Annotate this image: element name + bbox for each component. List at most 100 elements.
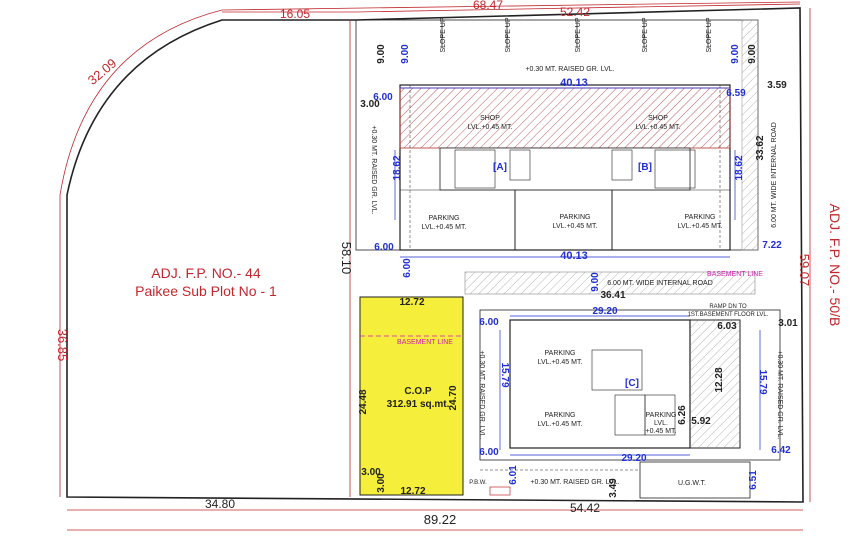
upper-building xyxy=(355,19,759,251)
dim-top-left: 16.05 xyxy=(280,7,310,21)
road-right-label: 6.00 MT. WIDE INTERNAL ROAD xyxy=(771,122,778,228)
dim-top-right: 52.42 xyxy=(560,5,590,19)
right-road-strip xyxy=(741,19,759,251)
parking-lower-2-level: LVL.+0.45 MT. xyxy=(538,421,583,428)
dim-6-26: 6.26 xyxy=(677,405,688,425)
parking-2: PARKING xyxy=(560,214,591,221)
dim-6-lower-top: 6.00 xyxy=(479,317,499,328)
dim-15-79-right: 15.79 xyxy=(757,369,768,394)
cop-height-left: 24.48 xyxy=(358,389,369,414)
ramp-label-1: RAMP DN TO xyxy=(709,304,747,310)
wing-a: [A] xyxy=(493,162,507,173)
dim-6-01: 6.01 xyxy=(508,465,519,485)
blue-dimension-lines xyxy=(394,87,761,456)
shop-right-level: LVL.+0.45 MT. xyxy=(636,124,681,131)
dim-15-79-left: 15.79 xyxy=(499,362,510,387)
parking-3: PARKING xyxy=(685,214,716,221)
dim-7-22: 7.22 xyxy=(762,240,782,251)
cop-dim-3-00-b: 3.00 xyxy=(376,473,387,493)
dim-29-20-bottom: 29.20 xyxy=(621,453,646,464)
parking-1: PARKING xyxy=(429,215,460,222)
raised-level-bottom: +0.30 MT. RAISED GR. LVL. xyxy=(530,479,619,486)
et-box xyxy=(489,486,511,496)
raised-level-top: +0.30 MT. RAISED GR. LVL. xyxy=(525,66,614,73)
wing-c: [C] xyxy=(625,378,639,389)
dim-right: 59.07 xyxy=(797,254,812,287)
parking-1-level: LVL.+0.45 MT. xyxy=(422,224,467,231)
lower-building xyxy=(479,309,781,499)
dim-3-49: 3.49 xyxy=(608,478,619,498)
dim-bottom-left: 34.80 xyxy=(205,497,235,511)
dim-bottom-total: 89.22 xyxy=(424,512,457,527)
shop-left-label: SHOP xyxy=(480,115,500,122)
dim-36-41: 36.41 xyxy=(600,290,625,301)
middle-road-strip xyxy=(464,271,756,295)
parking-lower-1: PARKING xyxy=(545,350,576,357)
dim-33-62: 33.62 xyxy=(755,135,766,160)
dim-6-a: 6.00 xyxy=(373,92,393,103)
dim-3-00-upper: 3.00 xyxy=(360,99,380,110)
neighbor-left-line2: Paikee Sub Plot No - 1 xyxy=(135,283,277,299)
dim-6-42: 6.42 xyxy=(771,445,791,456)
middle-road-label: 6.00 MT. WIDE INTERNAL ROAD xyxy=(607,280,713,287)
basement-line-top: BASEMENT LINE xyxy=(707,271,763,278)
parking-2-level: LVL.+0.45 MT. xyxy=(553,223,598,230)
slope-up-2: SLOPE UP xyxy=(505,17,512,52)
dim-12-28: 12.28 xyxy=(714,367,725,392)
neighbor-left-line1: ADJ. F.P. NO.- 44 xyxy=(151,265,261,281)
cop-dim-3-00-a: 3.00 xyxy=(361,467,381,478)
slope-up-3: SLOPE UP xyxy=(575,17,582,52)
raised-level-left: +0.30 MT. RAISED GR. LVL. xyxy=(370,125,377,214)
slope-up-4: SLOPE UP xyxy=(642,17,649,52)
cop-width-bottom: 12.72 xyxy=(400,486,425,497)
wing-b: [B] xyxy=(638,162,652,173)
dim-top-total: 68.47 xyxy=(473,0,503,12)
dim-6-51: 6.51 xyxy=(748,470,759,490)
dim-18-62-right: 18.62 xyxy=(734,155,745,180)
dim-29-20-top: 29.20 xyxy=(592,306,617,317)
slope-up-5: SLOPE UP xyxy=(706,17,713,52)
cop-height-right: 24.70 xyxy=(448,385,459,410)
slope-arrows xyxy=(441,22,709,48)
dim-9-c: 9.00 xyxy=(730,44,741,64)
parking-small-3: +0.45 MT. xyxy=(646,428,677,435)
dim-9-a: 9.00 xyxy=(376,44,387,64)
dim-9-d: 9.00 xyxy=(747,44,758,64)
cop-area xyxy=(359,296,464,496)
cop-basement-label: BASEMENT LINE xyxy=(397,339,453,346)
parking-lower-1-level: LVL.+0.45 MT. xyxy=(538,359,583,366)
shop-right-label: SHOP xyxy=(648,115,668,122)
outer-dimension-lines xyxy=(59,1,811,531)
dim-5-92: 5.92 xyxy=(691,416,711,427)
dim-6-03: 6.03 xyxy=(717,321,737,332)
slope-up-1: SLOPE UP xyxy=(440,17,447,52)
parking-small-1: PARKING xyxy=(646,412,677,419)
dim-40-13-bottom: 40.13 xyxy=(560,250,588,262)
dim-6-c: 6.00 xyxy=(402,258,413,278)
pbw-label: P.B.W. xyxy=(469,480,487,486)
dim-6-59: 6.59 xyxy=(726,88,746,99)
cop-width-top: 12.72 xyxy=(399,297,424,308)
dim-left: 36.85 xyxy=(55,329,70,362)
dim-mid-vertical: 58.10 xyxy=(339,242,354,275)
dim-arc: 32.09 xyxy=(85,55,120,87)
dim-6-b: 6.00 xyxy=(374,242,394,253)
dim-3-59: 3.59 xyxy=(767,80,787,91)
plot-boundary xyxy=(66,7,804,503)
dim-6-lower-bottom: 6.00 xyxy=(479,447,499,458)
cop-title: C.O.P xyxy=(404,386,432,397)
raised-level-lower-right: +0.30 MT. RAISED GR. LVL. xyxy=(776,350,783,439)
parking-small-2: LVL. xyxy=(654,420,668,427)
parking-lower-2: PARKING xyxy=(545,412,576,419)
cop-area: 312.91 sq.mt. xyxy=(387,399,450,410)
shop-left-level: LVL.+0.45 MT. xyxy=(468,124,513,131)
dim-3-01: 3.01 xyxy=(778,318,798,329)
ugwt-label: U.G.W.T. xyxy=(678,480,706,487)
neighbor-right: ADJ. F.P. NO.- 50/B xyxy=(827,204,843,327)
dim-9-b: 9.00 xyxy=(400,44,411,64)
parking-3-level: LVL.+0.45 MT. xyxy=(678,223,723,230)
dim-9-middle: 9.00 xyxy=(590,272,601,292)
dim-18-62-left: 18.62 xyxy=(392,155,403,180)
